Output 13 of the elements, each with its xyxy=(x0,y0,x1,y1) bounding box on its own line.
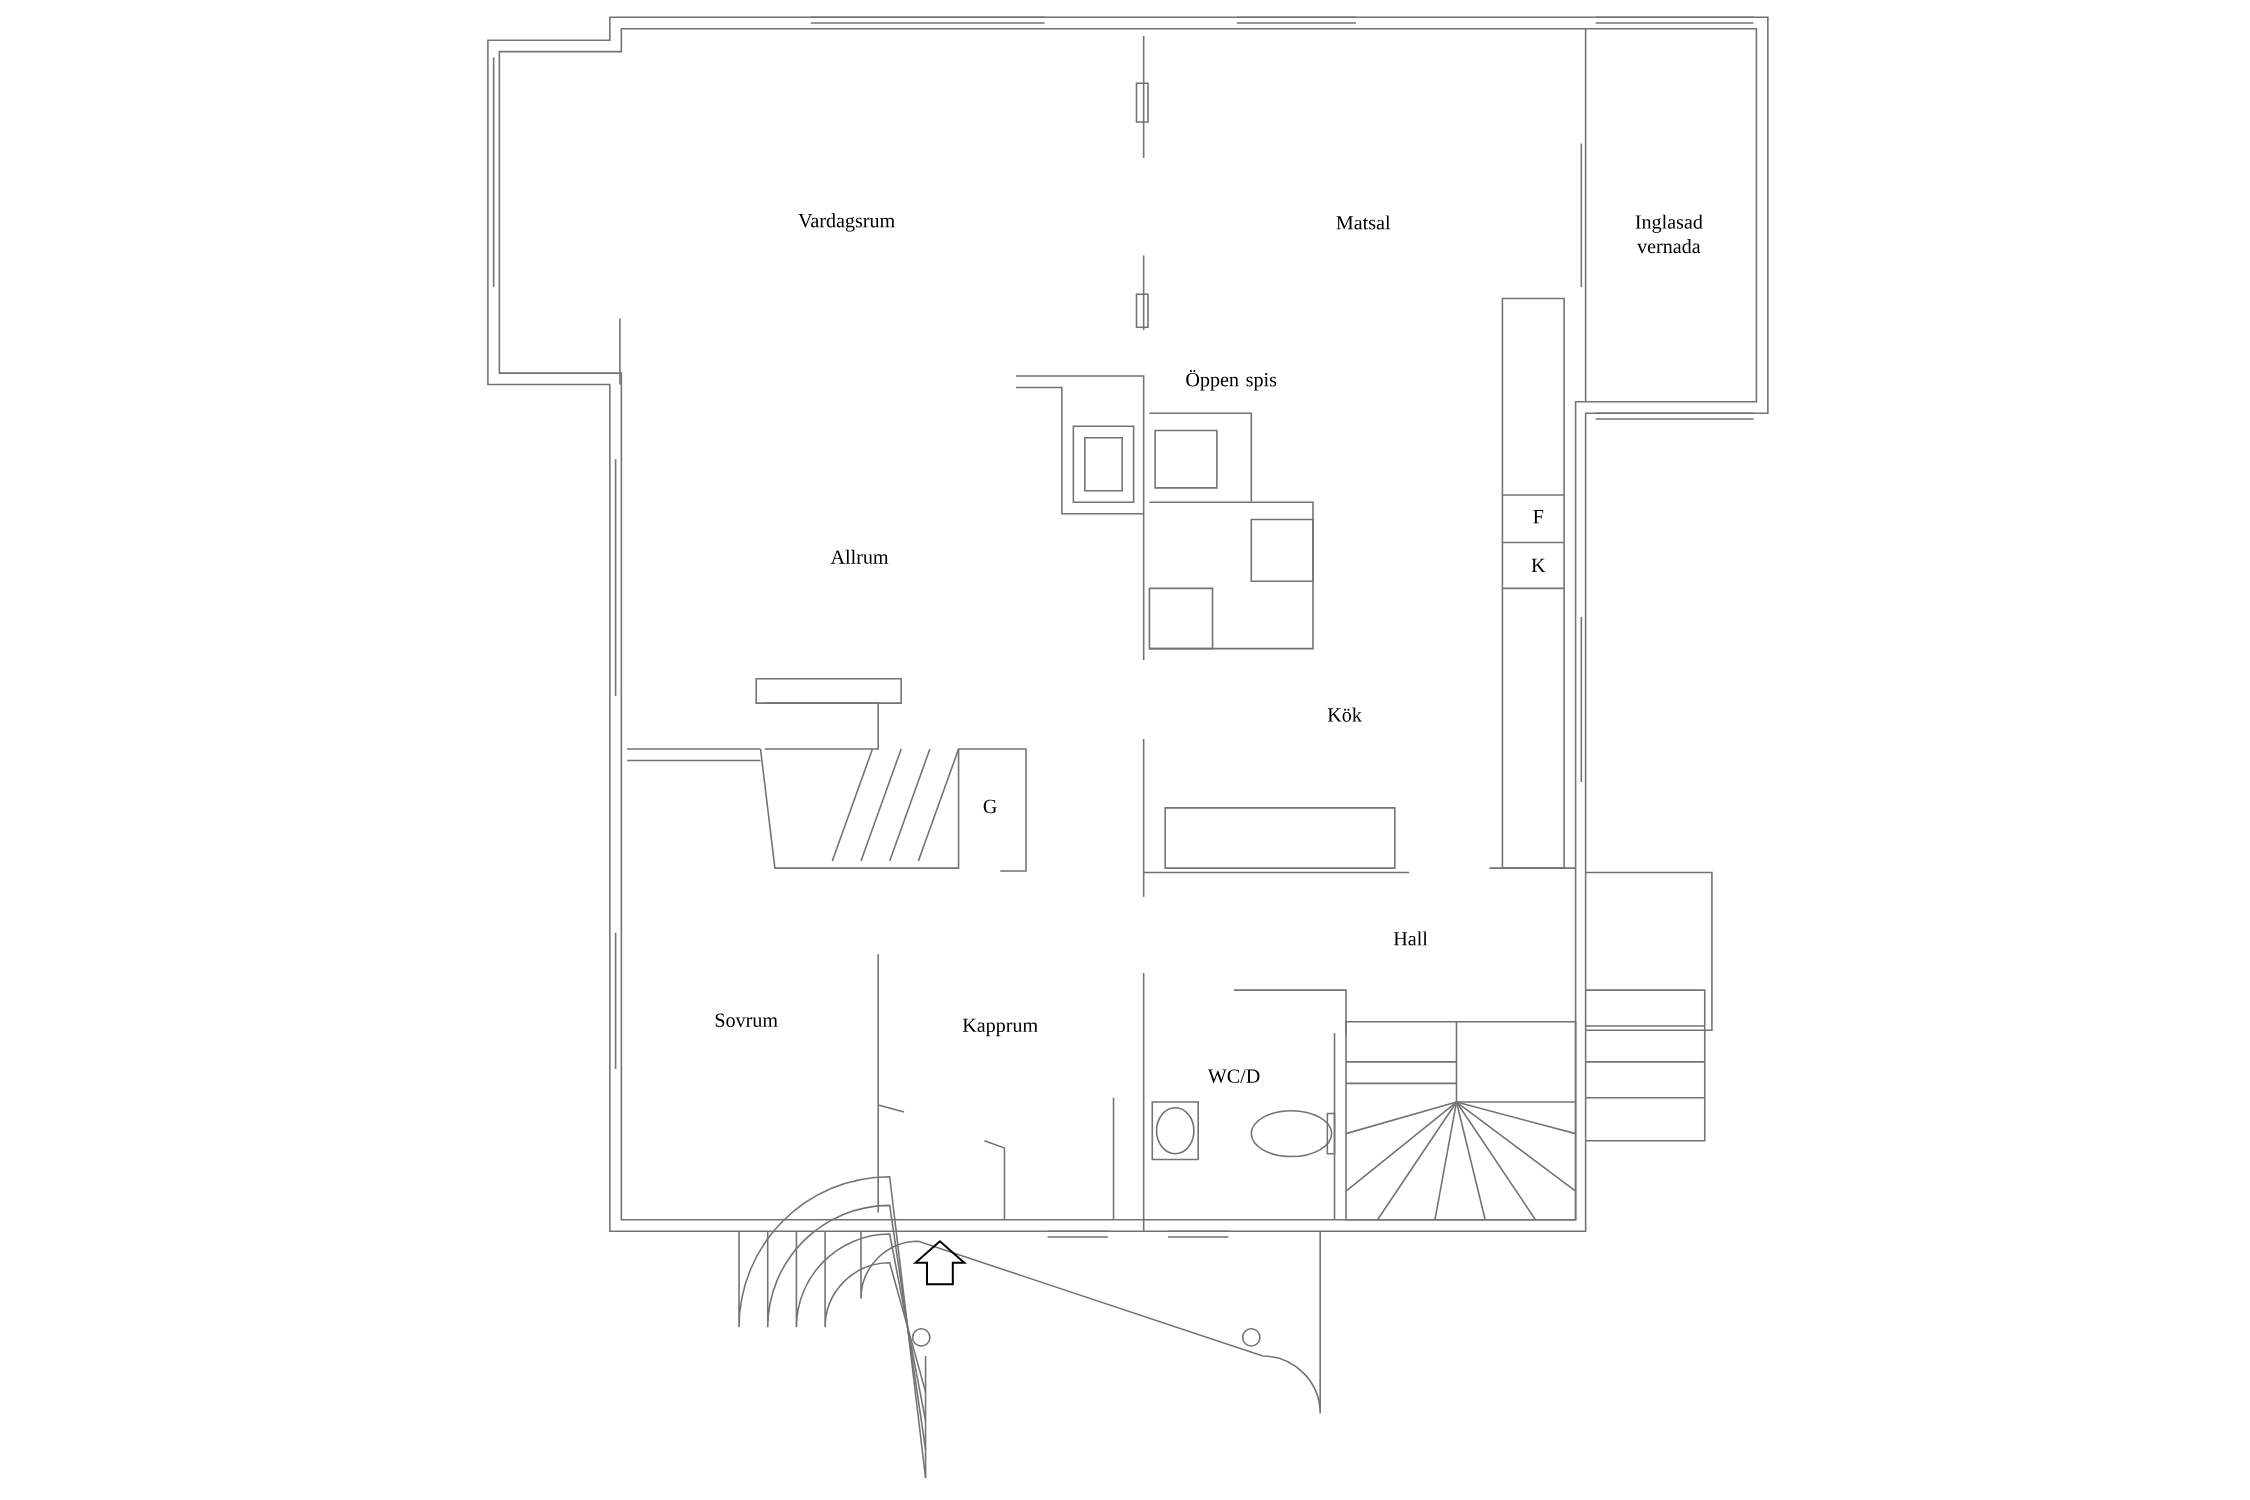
room-label: Allrum xyxy=(830,549,889,565)
appliance-label: F xyxy=(1533,510,1544,524)
room-label: WC/D xyxy=(1207,1069,1260,1084)
room-label: Vardagsrum xyxy=(798,213,895,232)
room-label: Hall xyxy=(1393,931,1428,946)
room-label: Öppen spis xyxy=(1186,370,1277,391)
room-label: G xyxy=(983,799,997,814)
room-label: Sovrum xyxy=(715,1013,778,1028)
appliance-label: K xyxy=(1531,559,1546,573)
room-label: Inglasad vernada xyxy=(1635,214,1703,254)
room-label: Kök xyxy=(1327,707,1362,722)
room-label: Matsal xyxy=(1336,215,1391,230)
room-label: Kapprum xyxy=(962,1018,1038,1037)
